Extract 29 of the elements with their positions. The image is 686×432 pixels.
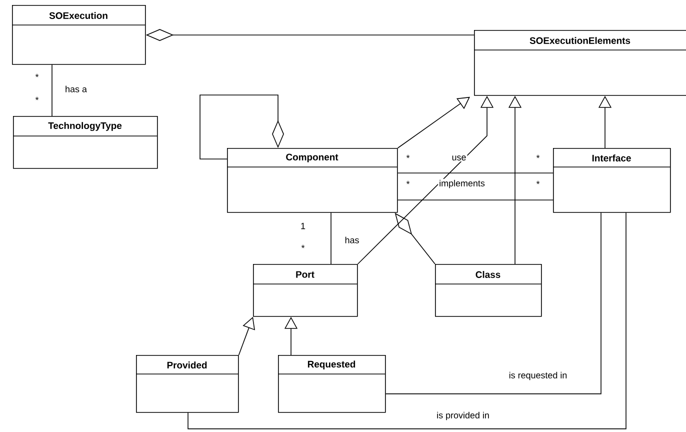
class-box: Component [226,148,398,213]
association-line [385,212,602,394]
class-box: SOExecution [12,5,146,65]
association-line [397,96,470,148]
edge-label: has [344,236,360,244]
class-box: Provided [136,355,239,413]
class-box: Class [434,264,542,317]
edge-label: use [450,154,468,162]
association-line [397,172,554,174]
edge-label: is requested in [508,370,568,382]
multiplicity: 1 [301,222,306,230]
edge-label: is provided in [436,410,490,422]
multiplicity: * [536,154,540,158]
class-box: SOExecutionElements [474,30,686,96]
multiplicity: * [301,244,305,248]
class-box: TechnologyType [12,116,158,169]
association-line [200,94,284,160]
class-box: Interface [552,148,671,213]
multiplicity: * [35,96,39,100]
edge-label: implements [438,178,486,190]
multiplicity: * [536,180,540,184]
association-line [330,212,332,264]
multiplicity: * [35,74,39,78]
edge-label: has a [64,84,88,94]
multiplicity: * [406,154,410,158]
association-line [188,212,626,430]
class-box: Requested [278,355,386,413]
class-box: Port [252,264,358,317]
multiplicity: * [406,180,410,184]
